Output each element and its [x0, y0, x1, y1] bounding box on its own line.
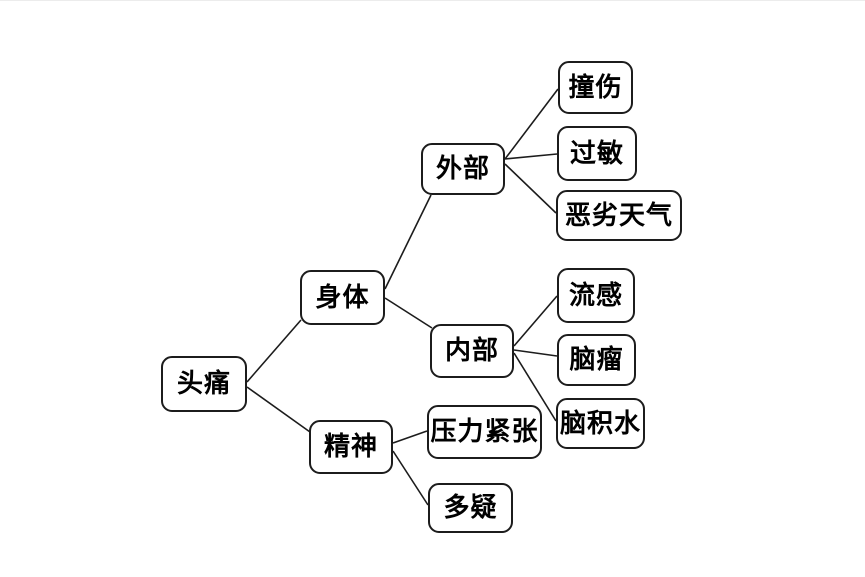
node-mind: 精神	[309, 420, 393, 474]
edge-internal-brain-tumor	[513, 349, 558, 357]
node-bruise-label: 撞伤	[568, 72, 623, 102]
edge-internal-flu	[513, 295, 558, 347]
node-bad-weather: 恶劣天气	[556, 190, 682, 241]
edge-external-bruise	[504, 88, 559, 160]
node-stress: 压力紧张	[427, 405, 542, 459]
node-external-label: 外部	[435, 154, 490, 183]
node-stress-label: 压力紧张	[430, 417, 539, 446]
node-external: 外部	[421, 143, 505, 195]
node-allergy-label: 过敏	[569, 138, 624, 168]
edge-mind-paranoia	[392, 450, 429, 506]
node-internal-label: 内部	[444, 336, 499, 365]
node-hydrocephalus-label: 脑积水	[559, 408, 641, 438]
edge-mind-stress	[392, 430, 428, 444]
node-internal: 内部	[430, 324, 514, 378]
node-body: 身体	[300, 270, 385, 325]
edge-body-internal	[384, 297, 433, 329]
node-headache-label: 头痛	[176, 369, 231, 398]
node-headache: 头痛	[161, 356, 247, 412]
edge-headache-mind	[246, 386, 311, 433]
node-paranoia: 多疑	[428, 483, 513, 533]
node-allergy: 过敏	[557, 126, 637, 181]
node-flu: 流感	[557, 268, 635, 323]
node-body-label: 身体	[315, 282, 370, 312]
node-paranoia-label: 多疑	[443, 493, 498, 522]
node-brain-tumor-label: 脑瘤	[569, 345, 624, 374]
node-mind-label: 精神	[323, 432, 378, 461]
node-bruise: 撞伤	[558, 61, 633, 114]
edge-internal-hydrocephalus	[513, 352, 557, 422]
node-flu-label: 流感	[568, 280, 623, 310]
node-bad-weather-label: 恶劣天气	[564, 200, 673, 230]
edge-headache-body	[246, 319, 302, 383]
node-hydrocephalus: 脑积水	[556, 398, 645, 449]
node-brain-tumor: 脑瘤	[557, 334, 636, 386]
edge-body-external	[384, 194, 432, 290]
edge-external-allergy	[504, 153, 558, 160]
edge-external-bad-weather	[504, 163, 557, 214]
